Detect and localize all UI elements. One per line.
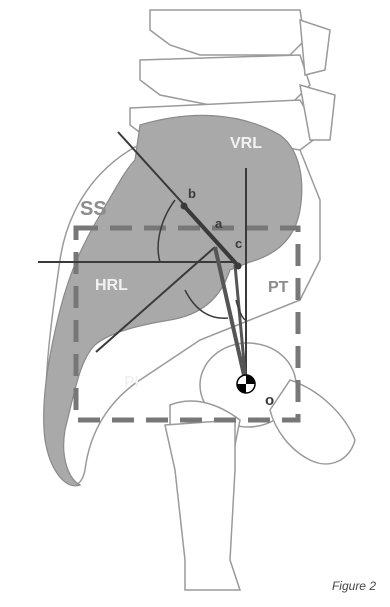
femoral-shaft <box>165 420 240 590</box>
label-point-o: o <box>265 392 274 409</box>
femur <box>165 343 296 590</box>
label-pi: PI <box>124 374 139 391</box>
point-b-dot <box>181 203 188 210</box>
label-ss: SS <box>80 198 107 220</box>
label-point-b: b <box>188 186 196 201</box>
label-hrl: HRL <box>95 277 128 294</box>
femoral-center-marker <box>237 375 255 393</box>
vertebra-l3 <box>150 10 305 55</box>
figure-caption: Figure 2 <box>332 579 376 593</box>
spinous-process <box>300 20 330 75</box>
label-vrl: VRL <box>230 135 262 152</box>
label-pt: PT <box>268 279 289 296</box>
point-c-dot <box>235 263 242 270</box>
vertebra-l4 <box>140 55 310 105</box>
label-point-a: a <box>215 216 223 231</box>
label-point-c: c <box>235 236 242 251</box>
